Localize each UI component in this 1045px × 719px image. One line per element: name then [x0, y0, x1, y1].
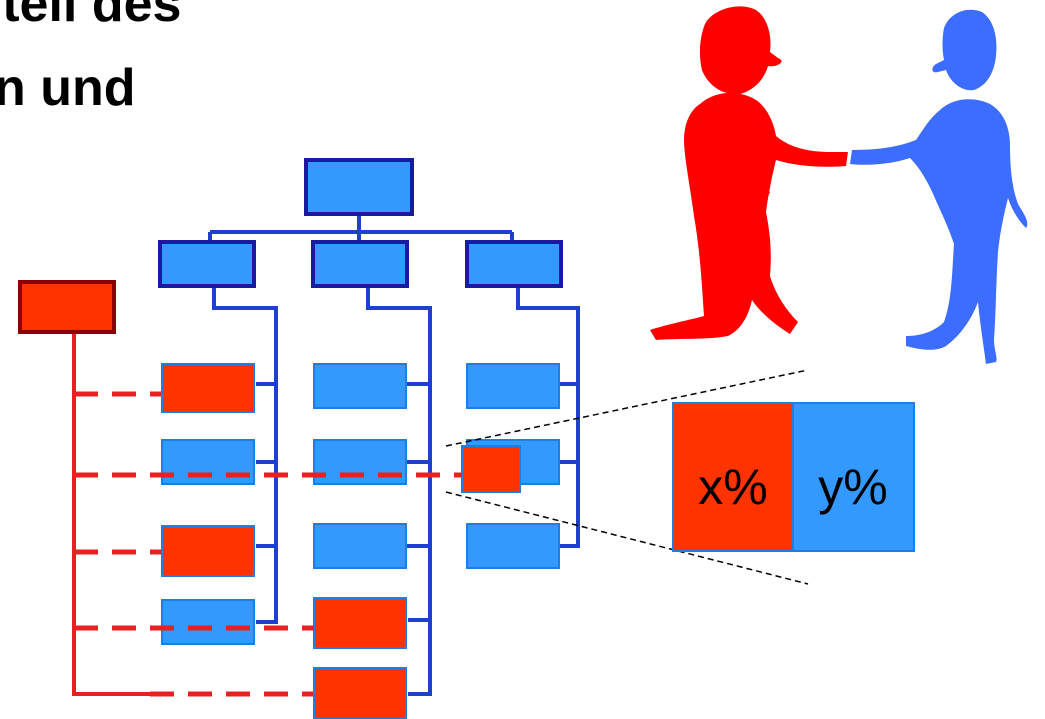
- blue-person-body: [850, 99, 1028, 364]
- red-person-body: [650, 92, 848, 340]
- org-chart-connectors: [208, 214, 580, 696]
- org-box-col2-row3: [313, 523, 407, 569]
- red-person-head: [699, 6, 782, 95]
- project-box-small: [461, 445, 521, 493]
- share-box: x% y%: [672, 402, 915, 552]
- zoom-lines: [445, 369, 809, 585]
- title-line-2: n und: [0, 59, 136, 117]
- zoom-line-lower: [445, 491, 809, 585]
- org-box-level2-left: [158, 240, 256, 288]
- org-box-level2-mid: [311, 240, 409, 288]
- project-box-col1-row3: [161, 525, 255, 577]
- col2-trunk: [366, 286, 432, 696]
- blue-person-icon: [850, 9, 1028, 364]
- project-boxes: [18, 280, 521, 719]
- org-box-col1-row4: [161, 599, 255, 645]
- project-trunk: [72, 332, 150, 696]
- title-line-1: rteil des: [0, 0, 182, 33]
- share-label-y: y%: [818, 459, 887, 515]
- org-box-top: [304, 158, 414, 216]
- col1-trunk: [212, 286, 278, 624]
- red-person-arm-left: [719, 104, 770, 204]
- col3-trunk: [516, 286, 580, 548]
- share-box-right: [792, 402, 915, 552]
- blue-person-head: [932, 9, 997, 91]
- share-box-left: [672, 402, 794, 552]
- org-chart-boxes: [158, 158, 563, 645]
- share-label-x: x%: [698, 459, 767, 515]
- project-lead-box: [18, 280, 116, 334]
- org-box-col3-row3: [466, 523, 560, 569]
- project-box-col1-row1: [161, 363, 255, 413]
- zoom-line-upper: [445, 369, 809, 447]
- red-person-icon: [650, 6, 848, 340]
- org-box-col2-row1: [313, 363, 407, 409]
- project-box-col2-row4: [313, 597, 407, 649]
- org-box-col3-row1: [466, 363, 560, 409]
- project-box-col2-row5: [313, 667, 407, 719]
- org-box-level2-right: [465, 240, 563, 288]
